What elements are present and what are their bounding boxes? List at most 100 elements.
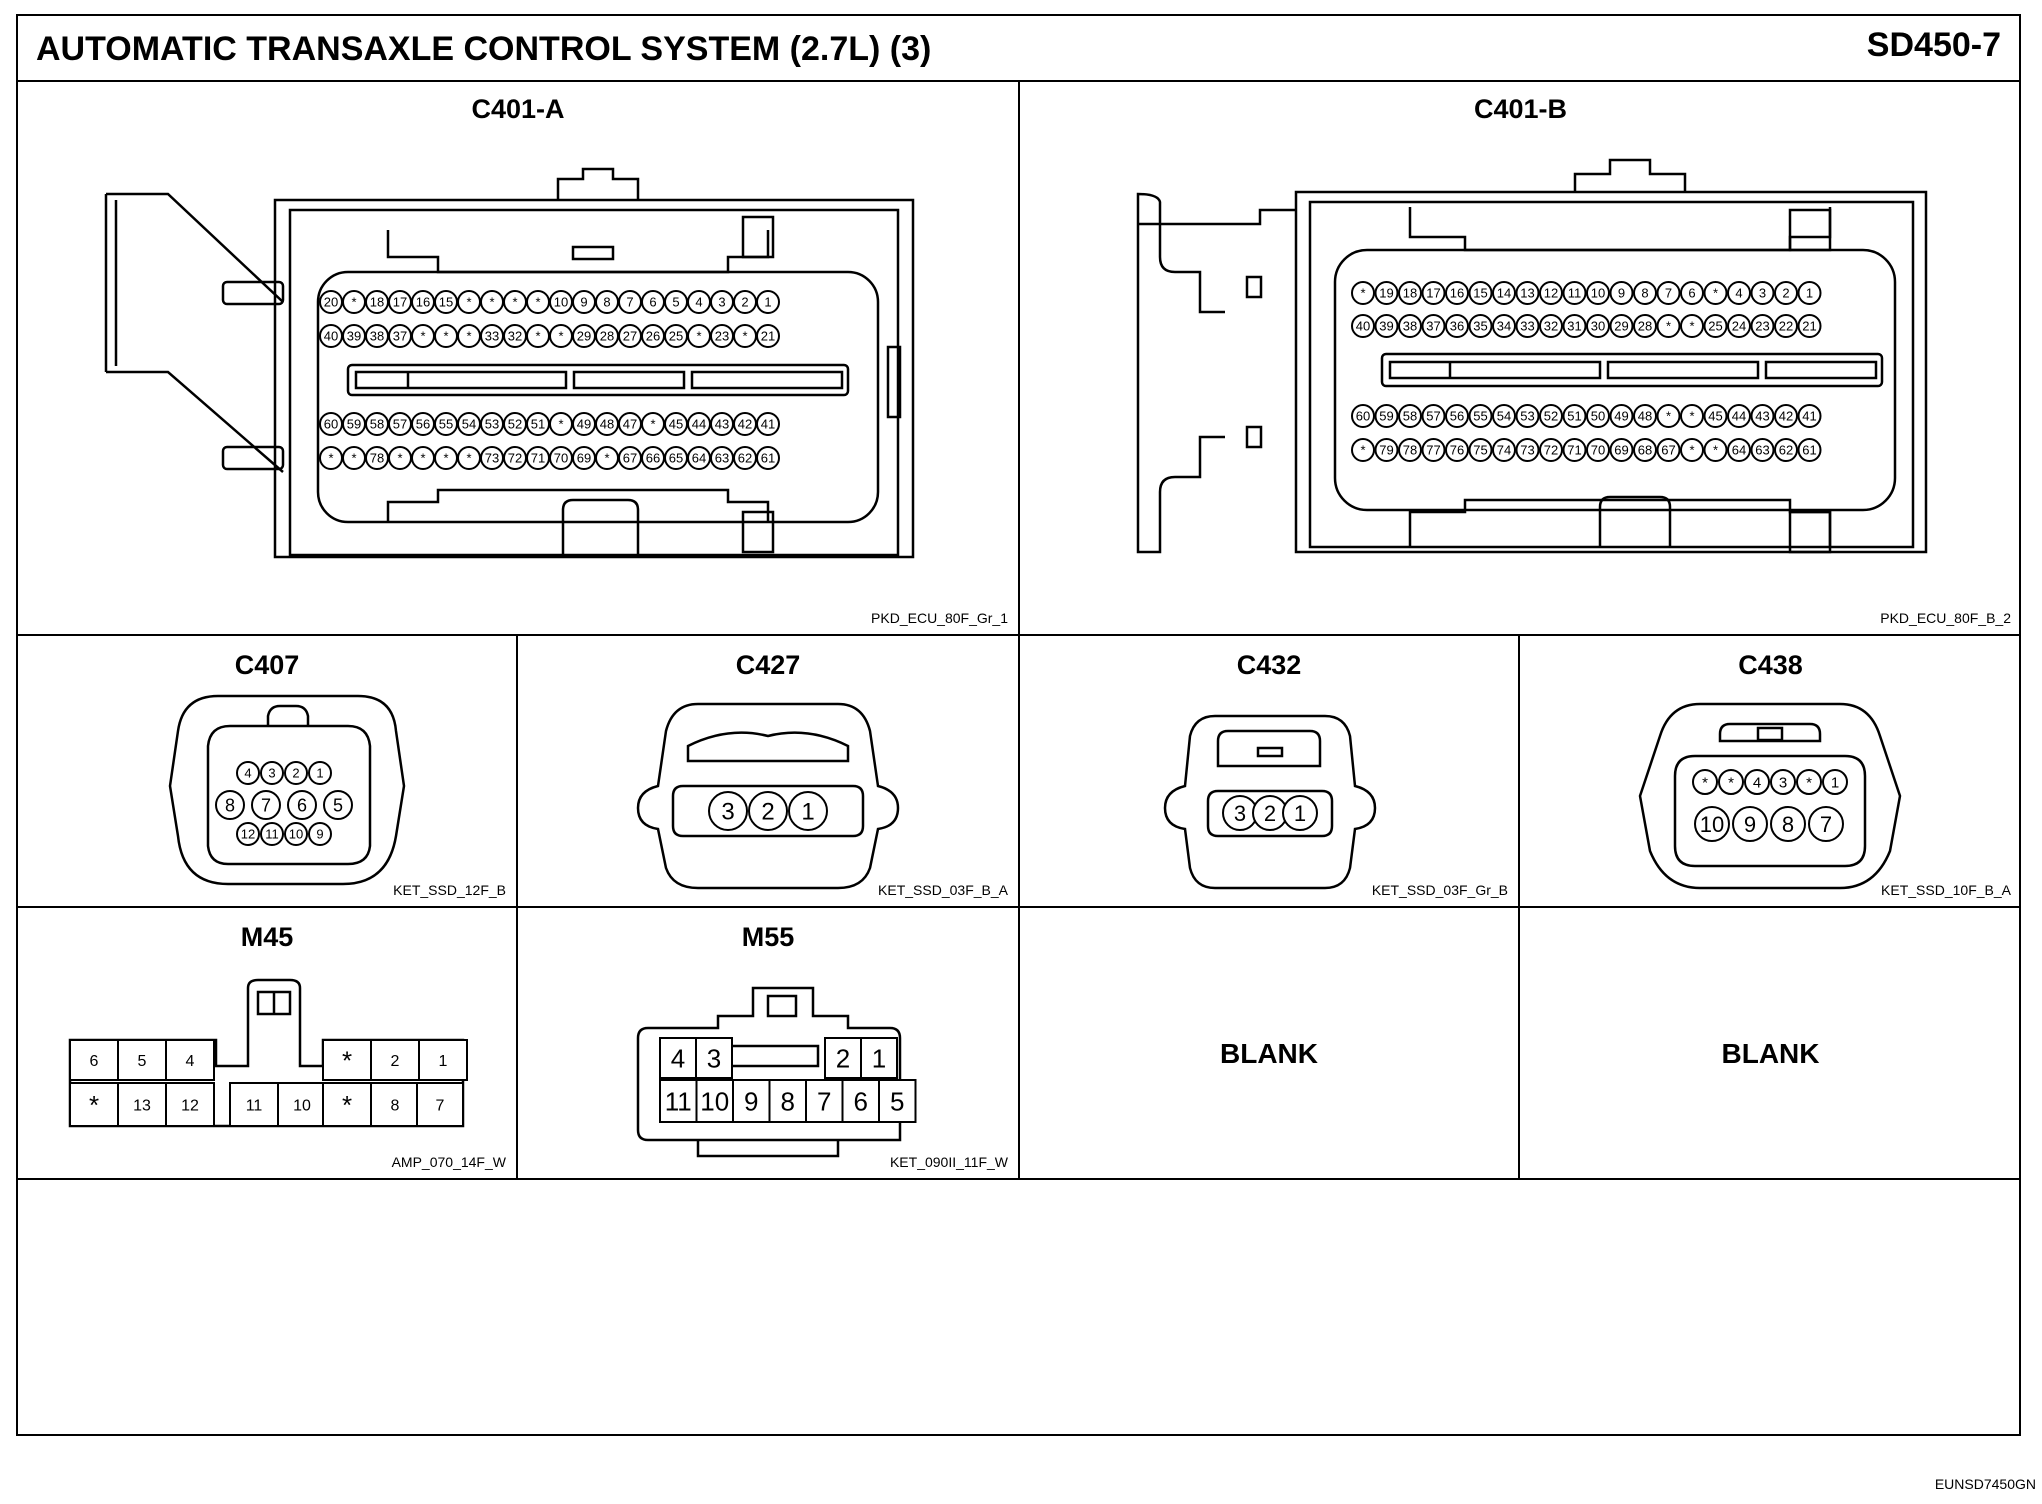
pin-circle bbox=[1421, 404, 1446, 428]
pin-cell bbox=[659, 1037, 697, 1079]
pin-label: 77 bbox=[1426, 443, 1440, 458]
bottom-ridge-outline bbox=[1408, 498, 1832, 547]
pin-label: 28 bbox=[1638, 319, 1652, 334]
pin-label: 58 bbox=[370, 417, 384, 432]
pin-label: 3 bbox=[1234, 801, 1246, 826]
pin-label: * bbox=[466, 451, 471, 466]
pin-circle bbox=[1680, 438, 1704, 462]
pin-label: 49 bbox=[1614, 409, 1628, 424]
pin-label: 62 bbox=[738, 451, 752, 466]
latch-outline bbox=[724, 1044, 820, 1068]
pin-circle bbox=[236, 822, 260, 846]
pin-circle bbox=[1656, 404, 1681, 428]
housing-outline bbox=[1163, 714, 1377, 890]
pin-circle bbox=[788, 791, 828, 831]
pin-circle bbox=[708, 791, 748, 831]
pin-circle bbox=[308, 761, 332, 785]
pin-label: 72 bbox=[1544, 443, 1558, 458]
pin-field-outline bbox=[1673, 754, 1867, 868]
pin-label: 5 bbox=[890, 1086, 904, 1116]
pin-label: 66 bbox=[646, 451, 660, 466]
housing-outline bbox=[1294, 190, 1928, 554]
slot-outline bbox=[741, 510, 775, 554]
pin-cell bbox=[277, 1082, 327, 1127]
pin-label: * bbox=[443, 451, 448, 466]
footer-code: EUNSD7450GN bbox=[1934, 1476, 2036, 1492]
pin-label: 13 bbox=[1520, 286, 1534, 301]
pin-circle bbox=[1398, 314, 1422, 338]
pin-label: 79 bbox=[1379, 443, 1393, 458]
connector-name: C401-B bbox=[1473, 94, 1568, 124]
pin-label: 11 bbox=[665, 1086, 692, 1116]
cell-blank-1: BLANK bbox=[1020, 908, 1520, 1180]
page-title: AUTOMATIC TRANSAXLE CONTROL SYSTEM (2.7L… bbox=[36, 30, 932, 68]
pin-label: 61 bbox=[761, 451, 775, 466]
pin-label: 6 bbox=[90, 1053, 99, 1070]
pin-cell bbox=[322, 1039, 372, 1081]
pin-label: 9 bbox=[580, 295, 587, 310]
latch-outline bbox=[221, 445, 285, 471]
pin-label: 70 bbox=[554, 451, 568, 466]
top-ridge-outline bbox=[1408, 207, 1832, 252]
pin-label: 33 bbox=[485, 329, 499, 344]
center-bar-outline bbox=[354, 370, 568, 390]
housing-outline bbox=[273, 198, 915, 559]
pin-circle bbox=[1727, 438, 1751, 462]
pin-label: 11 bbox=[1568, 286, 1582, 301]
pin-label: 41 bbox=[761, 417, 775, 432]
pin-circle bbox=[1562, 404, 1587, 428]
housing-outline bbox=[1638, 702, 1902, 890]
pin-label: 12 bbox=[241, 827, 255, 842]
pin-label: * bbox=[742, 329, 747, 344]
pin-circle bbox=[260, 761, 284, 785]
pin-circle bbox=[1680, 314, 1704, 338]
pin-label: 3 bbox=[1779, 774, 1787, 791]
center-bar-outline bbox=[1388, 360, 1602, 380]
pin-label: 34 bbox=[1497, 319, 1511, 334]
pin-label: 9 bbox=[1744, 812, 1756, 837]
pin-cell bbox=[824, 1037, 862, 1079]
pin-label: * bbox=[558, 417, 563, 432]
pin-circle bbox=[1774, 438, 1798, 462]
pin-label: 9 bbox=[744, 1086, 758, 1116]
bracket-outline bbox=[1136, 435, 1225, 554]
blank-label: BLANK bbox=[1721, 1038, 1820, 1069]
pin-label: 7 bbox=[261, 795, 271, 815]
pin-circle bbox=[1750, 281, 1775, 305]
pin-circle bbox=[1774, 404, 1798, 428]
pin-label: 37 bbox=[1426, 319, 1440, 334]
pin-label: * bbox=[443, 329, 448, 344]
pin-label: * bbox=[466, 329, 471, 344]
pin-circle bbox=[1703, 281, 1728, 305]
pin-circle bbox=[1421, 314, 1446, 338]
pin-label: 62 bbox=[1779, 443, 1793, 458]
pin-circle bbox=[1282, 795, 1318, 831]
pin-circle bbox=[1692, 769, 1718, 795]
pin-label: 1 bbox=[316, 766, 323, 781]
pin-label: * bbox=[1728, 774, 1734, 791]
pin-circle bbox=[1398, 404, 1422, 428]
pin-cell bbox=[768, 1079, 807, 1123]
pin-label: 10 bbox=[1591, 286, 1605, 301]
pin-cell bbox=[659, 1079, 698, 1123]
pin-label: 53 bbox=[485, 417, 499, 432]
pin-label: 24 bbox=[1732, 319, 1746, 334]
pin-label: * bbox=[1713, 443, 1718, 458]
pin-circle bbox=[1539, 438, 1563, 462]
pin-label: * bbox=[466, 295, 471, 310]
pin-label: 70 bbox=[1591, 443, 1605, 458]
pin-cell bbox=[860, 1037, 898, 1079]
pin-label: 20 bbox=[324, 295, 338, 310]
pin-circle bbox=[1797, 314, 1822, 338]
pin-label: 7 bbox=[626, 295, 633, 310]
pin-circle bbox=[284, 761, 308, 785]
pin-label: 37 bbox=[393, 329, 407, 344]
pin-circle bbox=[1774, 281, 1798, 305]
pin-label: 38 bbox=[370, 329, 384, 344]
pin-label: 8 bbox=[1782, 812, 1794, 837]
pin-circle bbox=[1562, 281, 1587, 305]
